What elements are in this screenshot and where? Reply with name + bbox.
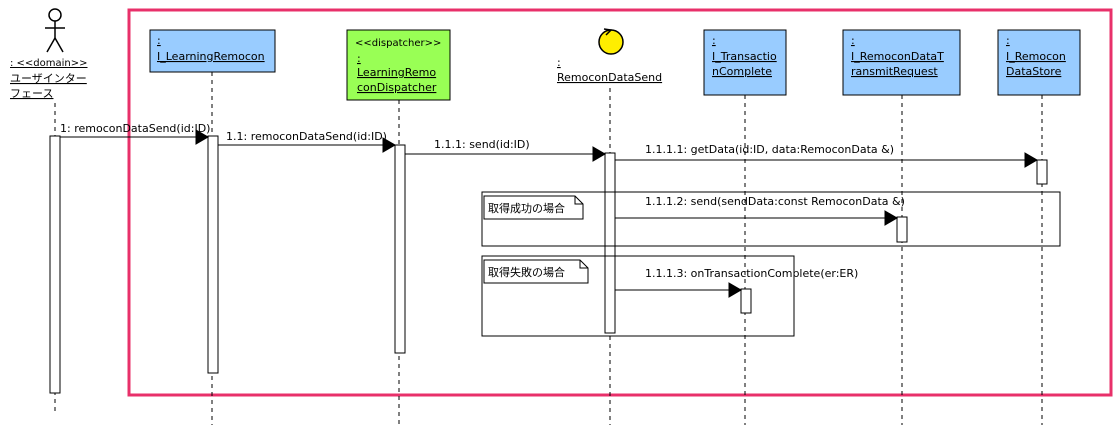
control-circle-icon [598, 28, 624, 55]
data-store-line3: DataStore [1006, 65, 1062, 78]
activation-actor [49, 135, 61, 394]
remocon-data-send-line2: RemoconDataSend [557, 71, 662, 84]
data-store-line1: : [1006, 34, 1010, 47]
note-failure-text: 取得失敗の場合 [488, 265, 565, 279]
dispatcher-line1: : [357, 52, 361, 65]
activation-remocon-data-send [604, 152, 616, 334]
transmit-request-line3: ransmitRequest [851, 65, 938, 78]
message-label-1-1: 1.1: remoconDataSend(id:ID) [226, 130, 387, 143]
arrowhead-1-1-1 [592, 146, 606, 162]
fragment-success [481, 191, 1061, 247]
remocon-data-send-line1: : [557, 56, 561, 69]
message-label-1: 1: remoconDataSend(id:ID) [60, 122, 210, 135]
message-label-1-1-1: 1.1.1: send(id:ID) [434, 138, 530, 151]
transmit-request-line2: I_RemoconDataT [851, 50, 944, 63]
stick-figure-icon [45, 8, 65, 53]
dispatcher-line3: conDispatcher [357, 81, 437, 94]
message-label-1-1-1-1: 1.1.1.1: getData(id:ID, data:RemoconData… [645, 143, 894, 156]
learning-remocon-line1: : [157, 34, 161, 47]
transaction-complete-line2: I_Transactio [712, 50, 777, 63]
note-success: 取得成功の場合 [483, 195, 584, 220]
dispatcher-stereotype: <<dispatcher>> [355, 38, 441, 49]
message-label-1-1-1-3: 1.1.1.3: onTransactionComplete(er:ER) [645, 267, 858, 280]
arrowhead-1-1 [382, 137, 396, 153]
lifeline-box-dispatcher[interactable] [346, 29, 451, 101]
arrowhead-1 [195, 129, 209, 145]
arrowhead-1-1-1-1 [1024, 152, 1038, 168]
actor-name-line1: ユーザインター [10, 72, 87, 85]
actor-name-line2: フェース [10, 87, 53, 100]
lifeline-box-transaction-complete[interactable] [703, 29, 787, 96]
arrowhead-1-1-1-2 [884, 210, 898, 226]
transaction-complete-line1: : [712, 34, 716, 47]
message-label-1-1-1-2: 1.1.1.2: send(sendData:const RemoconData… [645, 195, 905, 208]
highlight-frame [127, 8, 1113, 397]
note-failure: 取得失敗の場合 [483, 259, 589, 284]
data-store-line2: I_Remocon [1006, 50, 1066, 63]
dispatcher-line2: LearningRemo [357, 66, 436, 79]
activation-learning-remocon [207, 135, 219, 374]
activation-data-store [1036, 159, 1048, 185]
activation-dispatcher [394, 144, 406, 354]
lifeline-box-data-store[interactable] [997, 29, 1081, 96]
actor-stereotype: : <<domain>> [10, 58, 88, 69]
transmit-request-line1: : [851, 34, 855, 47]
fragment-failure [481, 255, 795, 337]
note-success-text: 取得成功の場合 [488, 201, 565, 215]
arrowhead-1-1-1-3 [728, 282, 742, 298]
activation-transaction-complete [740, 288, 752, 314]
activation-transmit-request [896, 216, 908, 243]
transaction-complete-line3: nComplete [712, 65, 772, 78]
learning-remocon-line2: I_LearningRemocon [157, 50, 265, 63]
lifeline-box-transmit-request[interactable] [842, 29, 961, 96]
lifeline-box-learning-remocon[interactable] [149, 29, 276, 73]
